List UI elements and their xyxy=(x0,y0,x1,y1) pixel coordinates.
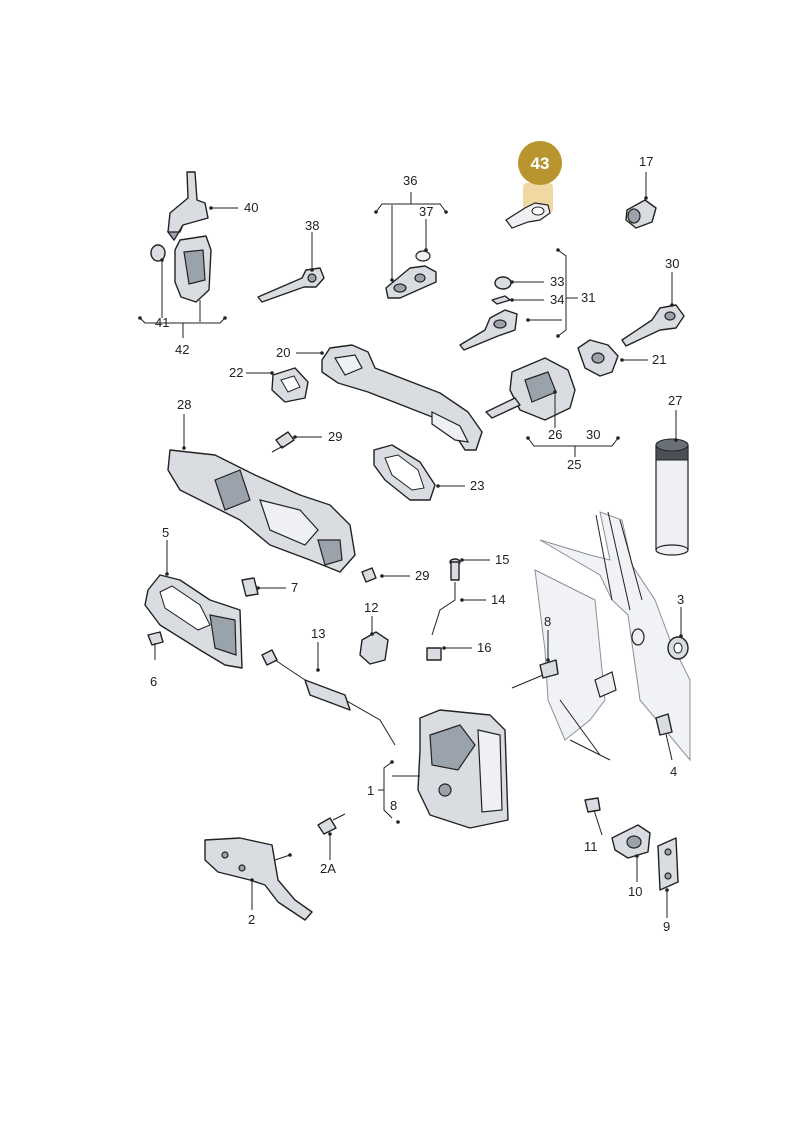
label-8b: 8 xyxy=(390,798,397,813)
label-36: 36 xyxy=(403,173,417,188)
label-17: 17 xyxy=(639,154,653,169)
highlighted-part-43: 43 xyxy=(505,141,562,229)
grease-can-27 xyxy=(655,438,689,556)
gasket-23 xyxy=(373,444,436,501)
rod-assembly-14 xyxy=(426,558,461,661)
label-31: 31 xyxy=(581,290,595,305)
label-5: 5 xyxy=(162,525,169,540)
transponder-36 xyxy=(385,250,437,299)
label-16: 16 xyxy=(477,640,491,655)
label-38: 38 xyxy=(305,218,319,233)
label-3: 3 xyxy=(677,592,684,607)
key-housing-40 xyxy=(166,171,209,242)
label-11: 11 xyxy=(584,839,598,854)
label-41: 41 xyxy=(155,315,169,330)
callout-badge-43 xyxy=(518,141,562,185)
handle-carrier-28 xyxy=(167,449,356,573)
bolt-4 xyxy=(655,713,673,761)
label-29b: 29 xyxy=(415,568,429,583)
label-8a: 8 xyxy=(544,614,551,629)
cable-13 xyxy=(261,649,396,746)
key-assembly-31 xyxy=(459,276,518,351)
cap-17 xyxy=(625,199,657,229)
label-15: 15 xyxy=(495,552,509,567)
label-30a: 30 xyxy=(665,256,679,271)
screw-29a xyxy=(271,431,295,453)
leader-lines xyxy=(138,172,683,918)
label-6: 6 xyxy=(150,674,157,689)
label-34: 34 xyxy=(550,292,564,307)
part-labels: 40 41 42 36 37 38 17 33 34 31 30 20 21 2… xyxy=(150,154,684,934)
inner-handle-5 xyxy=(144,574,243,669)
label-27: 27 xyxy=(668,393,682,408)
door-lock-1 xyxy=(417,709,509,829)
striker-10 xyxy=(611,824,651,859)
callout-text-43: 43 xyxy=(531,154,550,173)
bracket-21 xyxy=(577,339,619,377)
pin-8 xyxy=(511,659,559,689)
label-12: 12 xyxy=(364,600,378,615)
bracket-2 xyxy=(204,813,346,921)
screw-29b xyxy=(361,567,377,583)
label-29a: 29 xyxy=(328,429,342,444)
key-cover-41 xyxy=(150,235,212,303)
door-body-panel xyxy=(534,511,691,762)
label-40: 40 xyxy=(244,200,258,215)
label-23: 23 xyxy=(470,478,484,493)
label-37: 37 xyxy=(419,204,433,219)
lock-cylinder-26 xyxy=(485,357,576,421)
label-14: 14 xyxy=(491,592,505,607)
label-22: 22 xyxy=(229,365,243,380)
grommet-3 xyxy=(667,636,689,660)
gasket-22 xyxy=(271,367,309,403)
label-30b: 30 xyxy=(586,427,600,442)
screw-6 xyxy=(147,631,164,660)
label-2: 2 xyxy=(248,912,255,927)
label-10: 10 xyxy=(628,884,642,899)
key-blank-38 xyxy=(257,267,325,303)
label-7: 7 xyxy=(291,580,298,595)
label-2A: 2A xyxy=(320,861,336,876)
label-1: 1 xyxy=(367,783,374,798)
screw-11 xyxy=(584,797,603,836)
label-25: 25 xyxy=(567,457,581,472)
plate-9 xyxy=(657,837,679,891)
key-30 xyxy=(621,304,685,347)
label-13: 13 xyxy=(311,626,325,641)
clip-7 xyxy=(241,577,259,597)
label-20: 20 xyxy=(276,345,290,360)
label-42: 42 xyxy=(175,342,189,357)
door-handle-20 xyxy=(321,344,483,451)
label-21: 21 xyxy=(652,352,666,367)
clip-12 xyxy=(359,631,389,665)
label-28: 28 xyxy=(177,397,191,412)
label-9: 9 xyxy=(663,919,670,934)
label-26: 26 xyxy=(548,427,562,442)
label-4: 4 xyxy=(670,764,677,779)
label-33: 33 xyxy=(550,274,564,289)
